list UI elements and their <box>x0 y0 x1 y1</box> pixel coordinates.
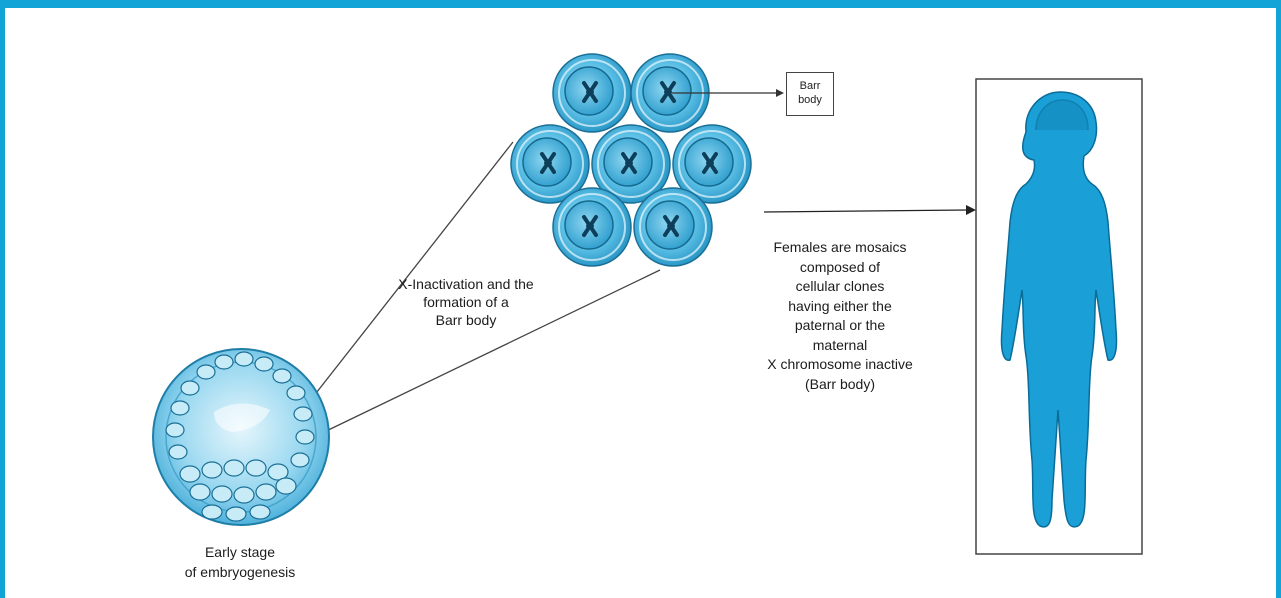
early-stage-line-1: Early stage <box>204 544 276 560</box>
barr-box-line-2: body <box>798 94 822 106</box>
x-inactivation-line-2: formation of a <box>423 294 509 310</box>
x-inactivation-line-3: Barr body <box>435 312 497 328</box>
mosaics-line-8: (Barr body) <box>804 375 876 392</box>
barr-body-box: Barr body <box>786 72 834 116</box>
embryo-blastocyst-icon <box>152 348 330 526</box>
x-inactivation-line-1: X-Inactivation and the <box>398 276 534 292</box>
mosaics-line-2: composed of <box>799 258 881 275</box>
mosaics-line-7: X chromosome inactive <box>767 356 913 372</box>
early-stage-line-2: of embryogenesis <box>184 564 296 580</box>
mosaics-line-5: paternal or the <box>794 317 886 333</box>
mosaics-line-1: Females are mosaics <box>773 239 907 255</box>
mosaics-line-4: having either the <box>788 297 892 314</box>
cell-cluster-icon <box>509 52 753 268</box>
early-stage-label: Early stage of embryogenesis <box>160 542 320 582</box>
x-inactivation-label: X-Inactivation and the formation of a Ba… <box>376 275 556 329</box>
mosaics-line-3: cellular clones <box>795 278 885 294</box>
mosaics-line-6: maternal <box>812 336 868 353</box>
female-figure-box <box>975 78 1143 555</box>
barr-box-line-1: Barr <box>799 80 821 92</box>
females-mosaics-label: Females are mosaics composed of cellular… <box>750 238 930 394</box>
mosaic-arrow <box>763 209 969 213</box>
female-silhouette-icon <box>1000 91 1118 528</box>
